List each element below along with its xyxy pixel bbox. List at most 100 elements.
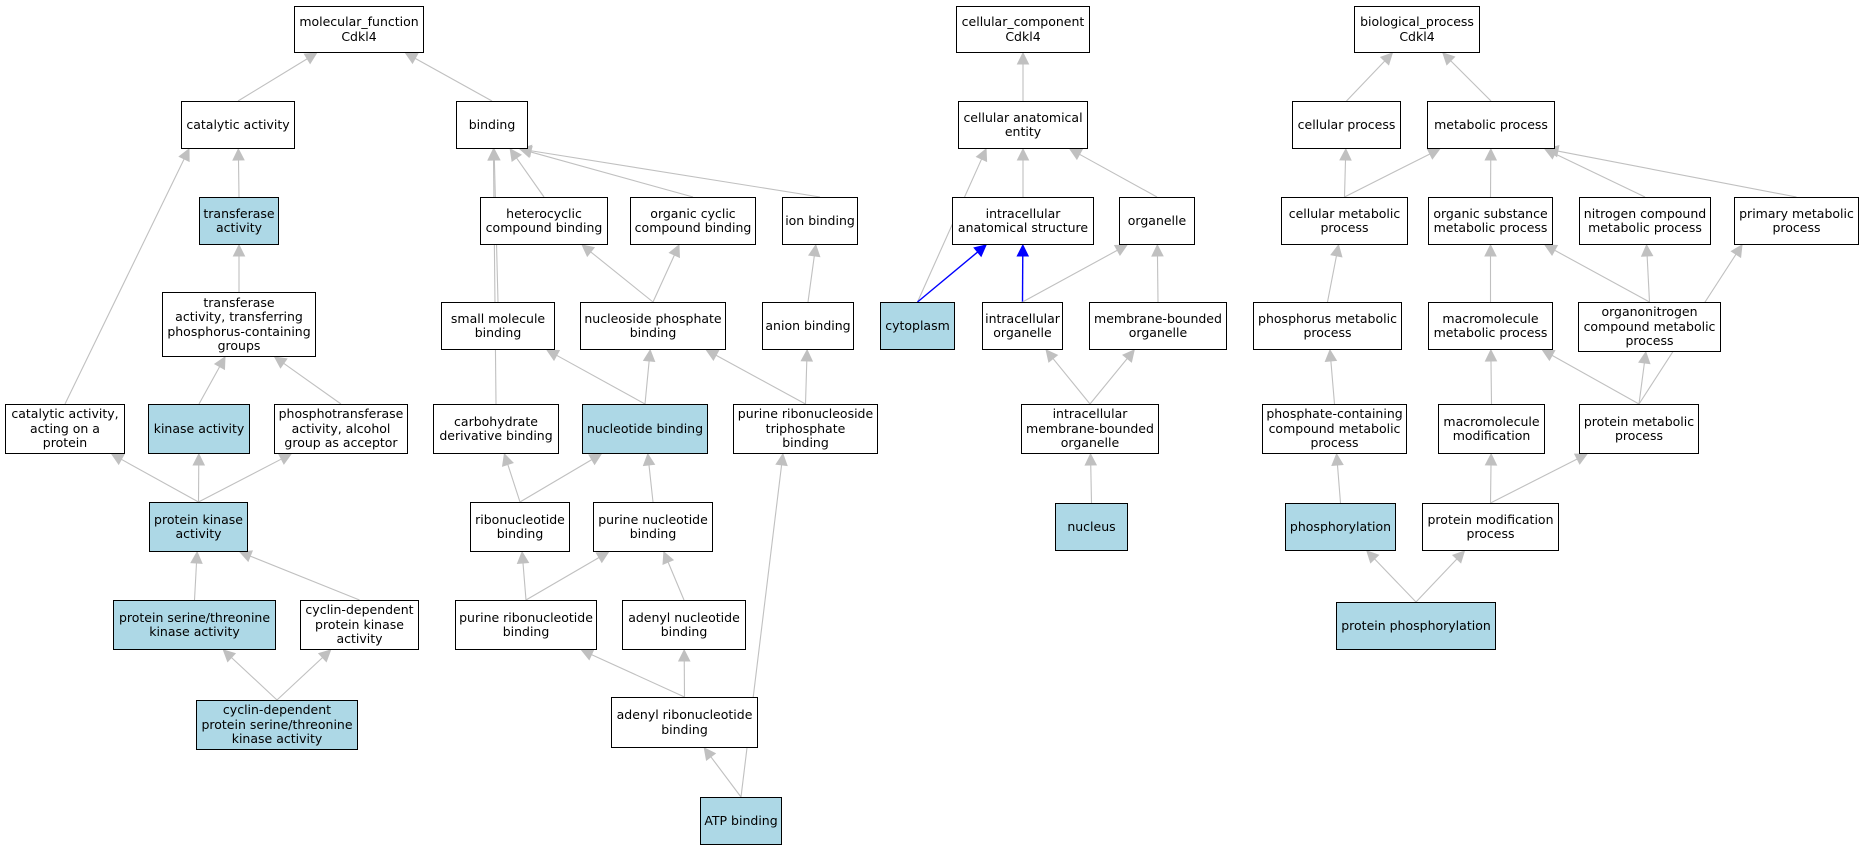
go-term-node: protein phosphorylation bbox=[1336, 602, 1496, 650]
graph-edge-arrowhead bbox=[975, 147, 988, 163]
go-term-node: catalytic activity, acting on a protein bbox=[5, 404, 125, 454]
graph-edge-arrowhead bbox=[1016, 243, 1030, 257]
graph-edge-arrowhead bbox=[1084, 452, 1098, 466]
go-term-node: intracellular anatomical structure bbox=[952, 197, 1094, 245]
graph-edge-arrowhead bbox=[1151, 243, 1164, 257]
go-term-node: protein kinase activity bbox=[149, 502, 248, 552]
graph-edge bbox=[237, 159, 240, 198]
go-term-node: macromolecule modification bbox=[1438, 404, 1545, 454]
graph-edge bbox=[1638, 362, 1645, 405]
graph-edge bbox=[1554, 249, 1650, 303]
graph-edge-arrowhead bbox=[110, 453, 125, 466]
graph-edge bbox=[1450, 60, 1492, 102]
graph-edge-arrowhead bbox=[487, 147, 500, 161]
graph-edge-arrowhead bbox=[190, 550, 203, 564]
graph-edge bbox=[283, 362, 342, 405]
go-term-node: phosphate-containing compound metabolic … bbox=[1262, 404, 1407, 454]
graph-edge bbox=[1330, 360, 1336, 405]
graph-edge-arrowhead bbox=[273, 356, 288, 369]
go-term-node: cyclin-dependent protein serine/threonin… bbox=[196, 700, 358, 750]
graph-edge-arrowhead bbox=[1366, 550, 1380, 564]
graph-edge bbox=[667, 561, 685, 601]
graph-edge-arrowhead bbox=[642, 348, 656, 363]
graph-edge bbox=[1415, 558, 1458, 603]
go-term-node: ribonucleotide binding bbox=[470, 502, 570, 552]
go-term-node: heterocyclic compound binding bbox=[480, 197, 608, 245]
graph-edge bbox=[250, 555, 360, 601]
graph-edge-arrowhead bbox=[668, 243, 680, 259]
graph-edge bbox=[1490, 360, 1493, 405]
graph-edge bbox=[530, 150, 821, 198]
graph-edge-arrowhead bbox=[303, 52, 318, 65]
graph-edge bbox=[1489, 464, 1492, 504]
go-term-node: protein metabolic process bbox=[1579, 404, 1699, 454]
graph-edge-arrowhead bbox=[1484, 452, 1498, 466]
graph-edge bbox=[916, 158, 983, 303]
go-term-node: catalytic activity bbox=[181, 101, 295, 149]
graph-edge bbox=[276, 657, 323, 701]
graph-edge bbox=[530, 151, 694, 198]
graph-edge-arrowhead bbox=[1113, 244, 1128, 257]
graph-edge bbox=[1336, 464, 1342, 504]
graph-edge bbox=[1079, 153, 1158, 198]
graph-edge-arrowhead bbox=[546, 349, 561, 362]
graph-edge-arrowhead bbox=[1640, 243, 1654, 257]
graph-edge-arrowhead bbox=[213, 356, 226, 371]
go-term-node: cellular_component Cdkl4 bbox=[956, 6, 1090, 53]
graph-edge bbox=[414, 57, 493, 102]
graph-edge-arrowhead bbox=[642, 452, 656, 467]
go-term-node: cellular anatomical entity bbox=[958, 101, 1088, 149]
graph-edge bbox=[1343, 159, 1347, 198]
go-term-node: phosphorus metabolic process bbox=[1253, 302, 1402, 350]
graph-edge bbox=[1646, 255, 1651, 303]
go-term-node: biological_process Cdkl4 bbox=[1354, 6, 1480, 53]
graph-edge bbox=[556, 354, 646, 405]
go-term-node: phosphotransferase activity, alcohol gro… bbox=[274, 404, 408, 454]
graph-edge bbox=[507, 464, 521, 503]
graph-edge-arrowhead bbox=[973, 244, 987, 258]
graph-edge-arrowhead bbox=[1016, 147, 1030, 161]
go-term-node: intracellular organelle bbox=[982, 302, 1063, 350]
graph-edge bbox=[1346, 60, 1386, 102]
go-term-node: intracellular membrane-bounded organelle bbox=[1021, 404, 1159, 454]
go-term-node: purine nucleotide binding bbox=[593, 502, 713, 552]
go-term-node: carbohydrate derivative binding bbox=[433, 404, 559, 454]
graph-edge bbox=[1374, 558, 1417, 603]
graph-edge bbox=[522, 562, 527, 601]
go-term-node: transferase activity, transferring phosp… bbox=[162, 292, 316, 357]
graph-edge-arrowhead bbox=[1426, 148, 1441, 160]
go-term-node: nitrogen compound metabolic process bbox=[1579, 197, 1711, 245]
go-term-node: nucleotide binding bbox=[582, 404, 708, 454]
graph-edge-arrowhead bbox=[178, 147, 190, 163]
graph-edge bbox=[1090, 464, 1093, 504]
graph-edge-arrowhead bbox=[1730, 244, 1743, 259]
go-term-node: adenyl nucleotide binding bbox=[622, 600, 746, 650]
graph-edge bbox=[525, 557, 600, 601]
graph-edge-arrowhead bbox=[1045, 349, 1059, 363]
graph-edge bbox=[591, 654, 685, 698]
graph-edge bbox=[1156, 255, 1159, 303]
graph-edge-arrowhead bbox=[703, 747, 717, 761]
graph-edge-arrowhead bbox=[1484, 243, 1497, 257]
graph-edge bbox=[1344, 153, 1431, 198]
graph-edge-arrowhead bbox=[588, 453, 603, 466]
go-term-node: organelle bbox=[1119, 197, 1195, 245]
go-term-node: anion binding bbox=[762, 302, 854, 350]
go-term-node: primary metabolic process bbox=[1734, 197, 1859, 245]
go-term-node: nucleus bbox=[1055, 503, 1128, 551]
graph-edge-arrowhead bbox=[516, 550, 530, 564]
go-term-node: cyclin-dependent protein kinase activity bbox=[300, 600, 419, 650]
graph-edge-arrowhead bbox=[278, 453, 293, 465]
graph-edge bbox=[519, 459, 593, 503]
graph-edge-arrowhead bbox=[807, 243, 821, 258]
go-term-node: ion binding bbox=[782, 197, 858, 245]
graph-edge bbox=[807, 255, 815, 303]
graph-edge bbox=[1557, 150, 1797, 198]
graph-edge-arrowhead bbox=[1573, 453, 1589, 465]
graph-edge-arrowhead bbox=[317, 649, 332, 663]
graph-edge bbox=[64, 158, 185, 405]
graph-edge-arrowhead bbox=[404, 52, 419, 65]
go-term-node: ATP binding bbox=[700, 797, 782, 845]
graph-edge-arrowhead bbox=[232, 243, 246, 257]
go-term-node: phosphorylation bbox=[1285, 503, 1396, 551]
